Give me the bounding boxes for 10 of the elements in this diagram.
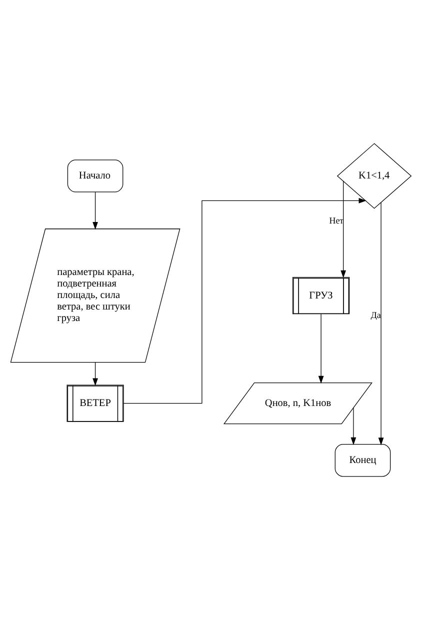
arrow <box>318 313 324 384</box>
arrow <box>92 361 98 386</box>
arrow <box>340 180 346 278</box>
arrow <box>92 191 98 230</box>
node-box: Начало <box>67 159 124 192</box>
arrow <box>350 406 356 445</box>
arrow <box>378 202 384 445</box>
node-box: Конец <box>334 444 391 476</box>
node-diamond: K1<1,4 <box>336 142 412 208</box>
arrow <box>123 197 366 404</box>
